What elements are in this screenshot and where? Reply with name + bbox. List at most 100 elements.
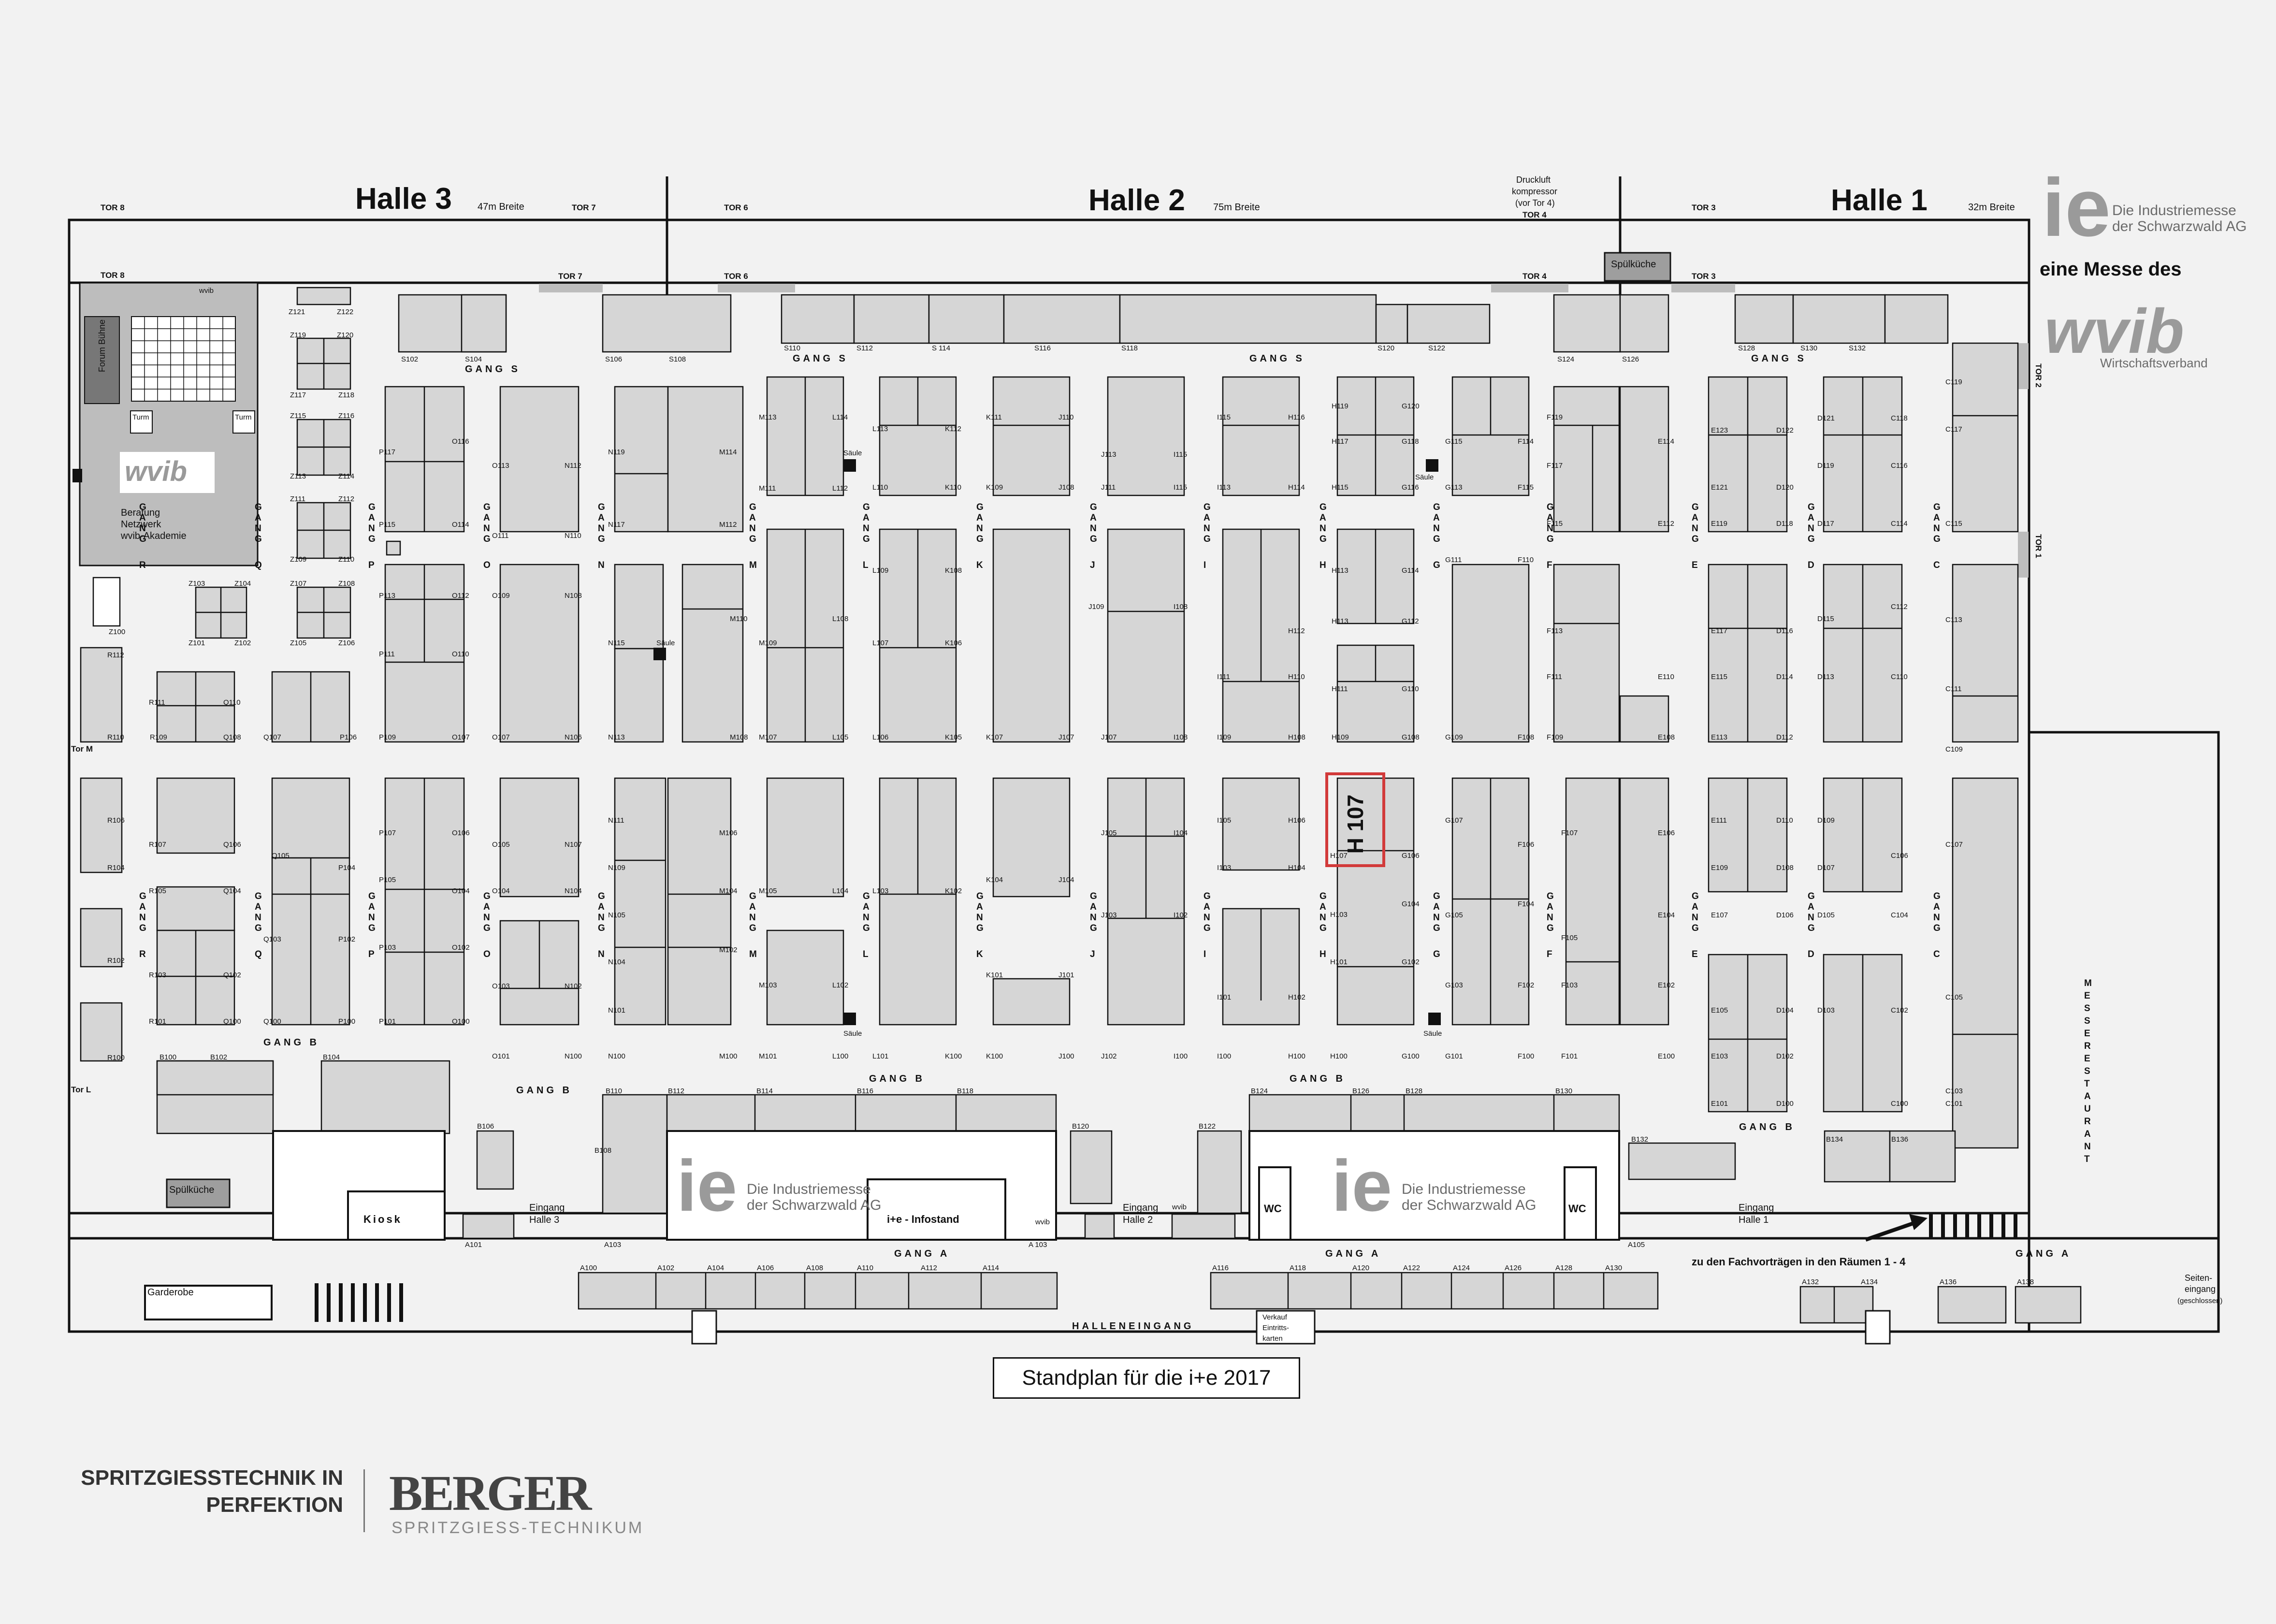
svg-text:Turm: Turm [132, 413, 149, 421]
svg-text:S112: S112 [856, 344, 873, 352]
svg-text:M103: M103 [759, 981, 777, 989]
svg-text:B106: B106 [477, 1122, 494, 1131]
svg-text:Eingang: Eingang [1123, 1203, 1158, 1213]
spuelkueche-top[interactable]: Spülküche [1604, 252, 1671, 282]
gang-vertical-char: N [598, 913, 605, 923]
svg-text:E111: E111 [1711, 816, 1727, 825]
restaurant-char: E [2084, 1054, 2090, 1064]
svg-text:E100: E100 [1658, 1052, 1675, 1060]
svg-text:D103: D103 [1817, 1006, 1835, 1015]
gang-vertical-char: A [1203, 513, 1210, 523]
svg-text:M112: M112 [719, 521, 737, 529]
gang-letter-i: I [1203, 949, 1206, 959]
svg-text:A100: A100 [580, 1264, 597, 1272]
gang-vertical-char: A [139, 902, 146, 912]
gang-vertical-char: A [749, 902, 756, 912]
svg-text:A104: A104 [707, 1264, 724, 1272]
svg-text:Q108: Q108 [223, 733, 241, 741]
brand-slogan-line1: SPRITZGIESSTECHNIK IN [81, 1466, 343, 1490]
svg-text:J101: J101 [1058, 971, 1074, 979]
svg-text:B100: B100 [159, 1053, 176, 1061]
restaurant-char: A [2084, 1129, 2091, 1139]
svg-text:E114: E114 [1658, 437, 1674, 446]
gang-vertical-char: G [1319, 534, 1327, 544]
svg-text:D107: D107 [1817, 864, 1835, 872]
svg-text:M105: M105 [759, 887, 777, 895]
svg-text:Wirtschaftsverband: Wirtschaftsverband [2100, 356, 2208, 370]
gang-vertical-char: A [1433, 902, 1440, 912]
svg-text:Z121: Z121 [289, 308, 305, 316]
svg-text:F106: F106 [1518, 841, 1534, 849]
gang-vertical-char: G [1547, 502, 1554, 512]
gang-vertical-char: A [1433, 513, 1440, 523]
restaurant-char: T [2084, 1154, 2090, 1164]
ie-stand-right[interactable]: WC WC ie Die Industriemesse der Schwarzw… [1248, 1130, 1620, 1241]
svg-text:O113: O113 [492, 462, 509, 470]
gang-vertical-char: A [1933, 902, 1940, 912]
svg-text:J105: J105 [1101, 829, 1117, 837]
svg-text:B124: B124 [1251, 1087, 1268, 1095]
svg-text:A136: A136 [1940, 1278, 1957, 1286]
svg-text:K102: K102 [945, 887, 962, 895]
svg-text:Q110: Q110 [223, 698, 241, 707]
svg-text:F107: F107 [1561, 829, 1578, 837]
stand-blocks-upper [80, 342, 2019, 743]
svg-text:I115: I115 [1174, 450, 1187, 459]
gang-vertical-char: G [368, 502, 376, 512]
forum-area[interactable]: Forum Bühne Turm Turm wvib Beratung Netz… [72, 282, 259, 566]
svg-text:Eingang: Eingang [1739, 1203, 1774, 1213]
ie-stand-left[interactable]: i+e - Infostand ie Die Industriemesse de… [666, 1130, 1057, 1241]
kiosk-area[interactable]: Kiosk [272, 1130, 446, 1241]
gang-vertical-char: G [1808, 502, 1815, 512]
svg-text:A114: A114 [983, 1264, 999, 1272]
svg-text:P104: P104 [338, 864, 355, 872]
gang-vertical-char: N [749, 523, 756, 534]
gang-b-label-1: GANG B [263, 1037, 319, 1048]
gang-vertical-char: G [1692, 534, 1699, 544]
svg-text:A106: A106 [757, 1264, 774, 1272]
gang-letter-n: N [598, 949, 605, 959]
gang-vertical-char: A [976, 902, 983, 912]
svg-text:L113: L113 [872, 425, 888, 433]
svg-text:A108: A108 [806, 1264, 823, 1272]
highlighted-stand[interactable]: H 107 [1327, 788, 1384, 860]
svg-text:R105: R105 [149, 887, 166, 895]
svg-text:Halle 2: Halle 2 [1123, 1215, 1153, 1225]
svg-text:N100: N100 [608, 1052, 625, 1060]
stair-hatches [315, 1213, 2017, 1322]
svg-text:Z116: Z116 [338, 412, 354, 420]
gang-vertical-char: N [1319, 913, 1326, 923]
gang-vertical-char: A [368, 902, 375, 912]
svg-text:G100: G100 [1402, 1052, 1420, 1060]
gang-vertical-char: A [749, 513, 756, 523]
gang-vertical-char: N [976, 523, 983, 534]
svg-text:K101: K101 [986, 971, 1003, 979]
svg-text:J107: J107 [1101, 733, 1117, 741]
svg-text:D117: D117 [1817, 520, 1834, 528]
gang-letter-n: N [598, 560, 605, 570]
svg-text:S122: S122 [1428, 344, 1445, 352]
svg-text:Verkauf: Verkauf [1262, 1313, 1288, 1321]
svg-text:L114: L114 [832, 413, 848, 421]
highlighted-stand-frame[interactable] [1325, 772, 1385, 867]
garderobe[interactable]: Garderobe [144, 1285, 273, 1320]
verkauf-box[interactable]: Verkauf Eintritts- karten [1262, 1313, 1289, 1343]
svg-text:Säule: Säule [1415, 473, 1434, 481]
svg-text:D102: D102 [1776, 1052, 1794, 1060]
svg-text:F105: F105 [1561, 934, 1578, 942]
svg-text:H109: H109 [1332, 733, 1349, 741]
svg-text:A120: A120 [1352, 1264, 1369, 1272]
svg-text:C104: C104 [1891, 911, 1908, 919]
svg-text:I109: I109 [1217, 733, 1231, 741]
svg-text:M108: M108 [730, 733, 748, 741]
svg-text:C106: C106 [1891, 852, 1908, 860]
gang-letter-l: L [863, 949, 869, 959]
svg-text:A132: A132 [1802, 1278, 1819, 1286]
gang-vertical-char: G [1933, 923, 1941, 933]
a-row-stands [462, 1213, 2082, 1324]
svg-text:Halle 3: Halle 3 [529, 1215, 559, 1225]
spuelkueche-bottom[interactable]: Spülküche [166, 1178, 231, 1208]
svg-text:R110: R110 [107, 733, 124, 741]
svg-text:G108: G108 [1402, 733, 1420, 741]
gang-letter-c: C [1933, 949, 1940, 959]
